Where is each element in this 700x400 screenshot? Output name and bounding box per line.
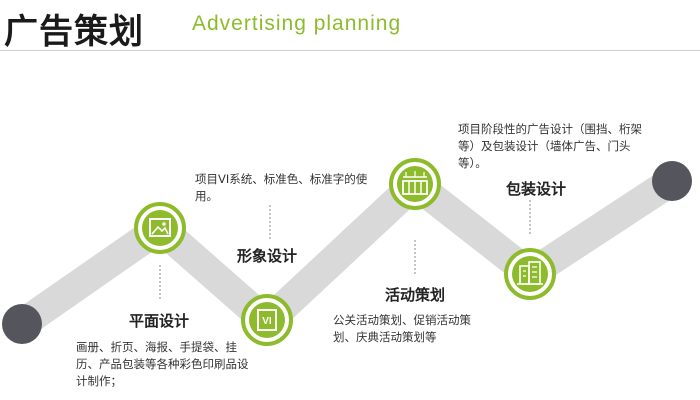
- header: 广告策划 Advertising planning: [0, 0, 700, 60]
- stage-title-flat: 平面设计: [129, 312, 190, 330]
- page-subtitle: Advertising planning: [192, 12, 402, 35]
- timeline-path: [13, 164, 681, 343]
- stage-node-vi: VI: [241, 294, 293, 346]
- stage-node-package: [504, 248, 556, 300]
- stage-node-flat: [134, 202, 186, 254]
- stage-desc-event: 公关活动策划、促销活动策划、庆典活动策划等: [333, 313, 471, 344]
- stage-desc-package: 项目阶段性的广告设计（围挡、桁架等）及包装设计（墙体广告、门头等）。: [458, 122, 642, 170]
- picture-icon: [149, 218, 171, 237]
- stage-title-vi: 形象设计: [237, 247, 298, 265]
- header-divider: [0, 50, 700, 51]
- stage-desc-flat: 画册、折页、海报、手提袋、挂历、产品包装等各种彩色印刷品设计制作；: [76, 340, 249, 388]
- page-title: 广告策划: [4, 12, 144, 52]
- event-stage-icon: [402, 171, 428, 195]
- stage-title-package: 包装设计: [506, 180, 567, 198]
- stage-desc-vi: 项目VI系统、标准色、标准字的使用。: [195, 172, 368, 203]
- building-icon: [517, 261, 543, 285]
- stage-title-event: 活动策划: [385, 286, 446, 304]
- vi-icon-text: VI: [262, 316, 272, 327]
- stage-node-event: [389, 158, 441, 210]
- timeline-start-node: [2, 304, 42, 344]
- vi-book-icon: VI: [257, 309, 277, 331]
- timeline-end-node: [652, 161, 692, 201]
